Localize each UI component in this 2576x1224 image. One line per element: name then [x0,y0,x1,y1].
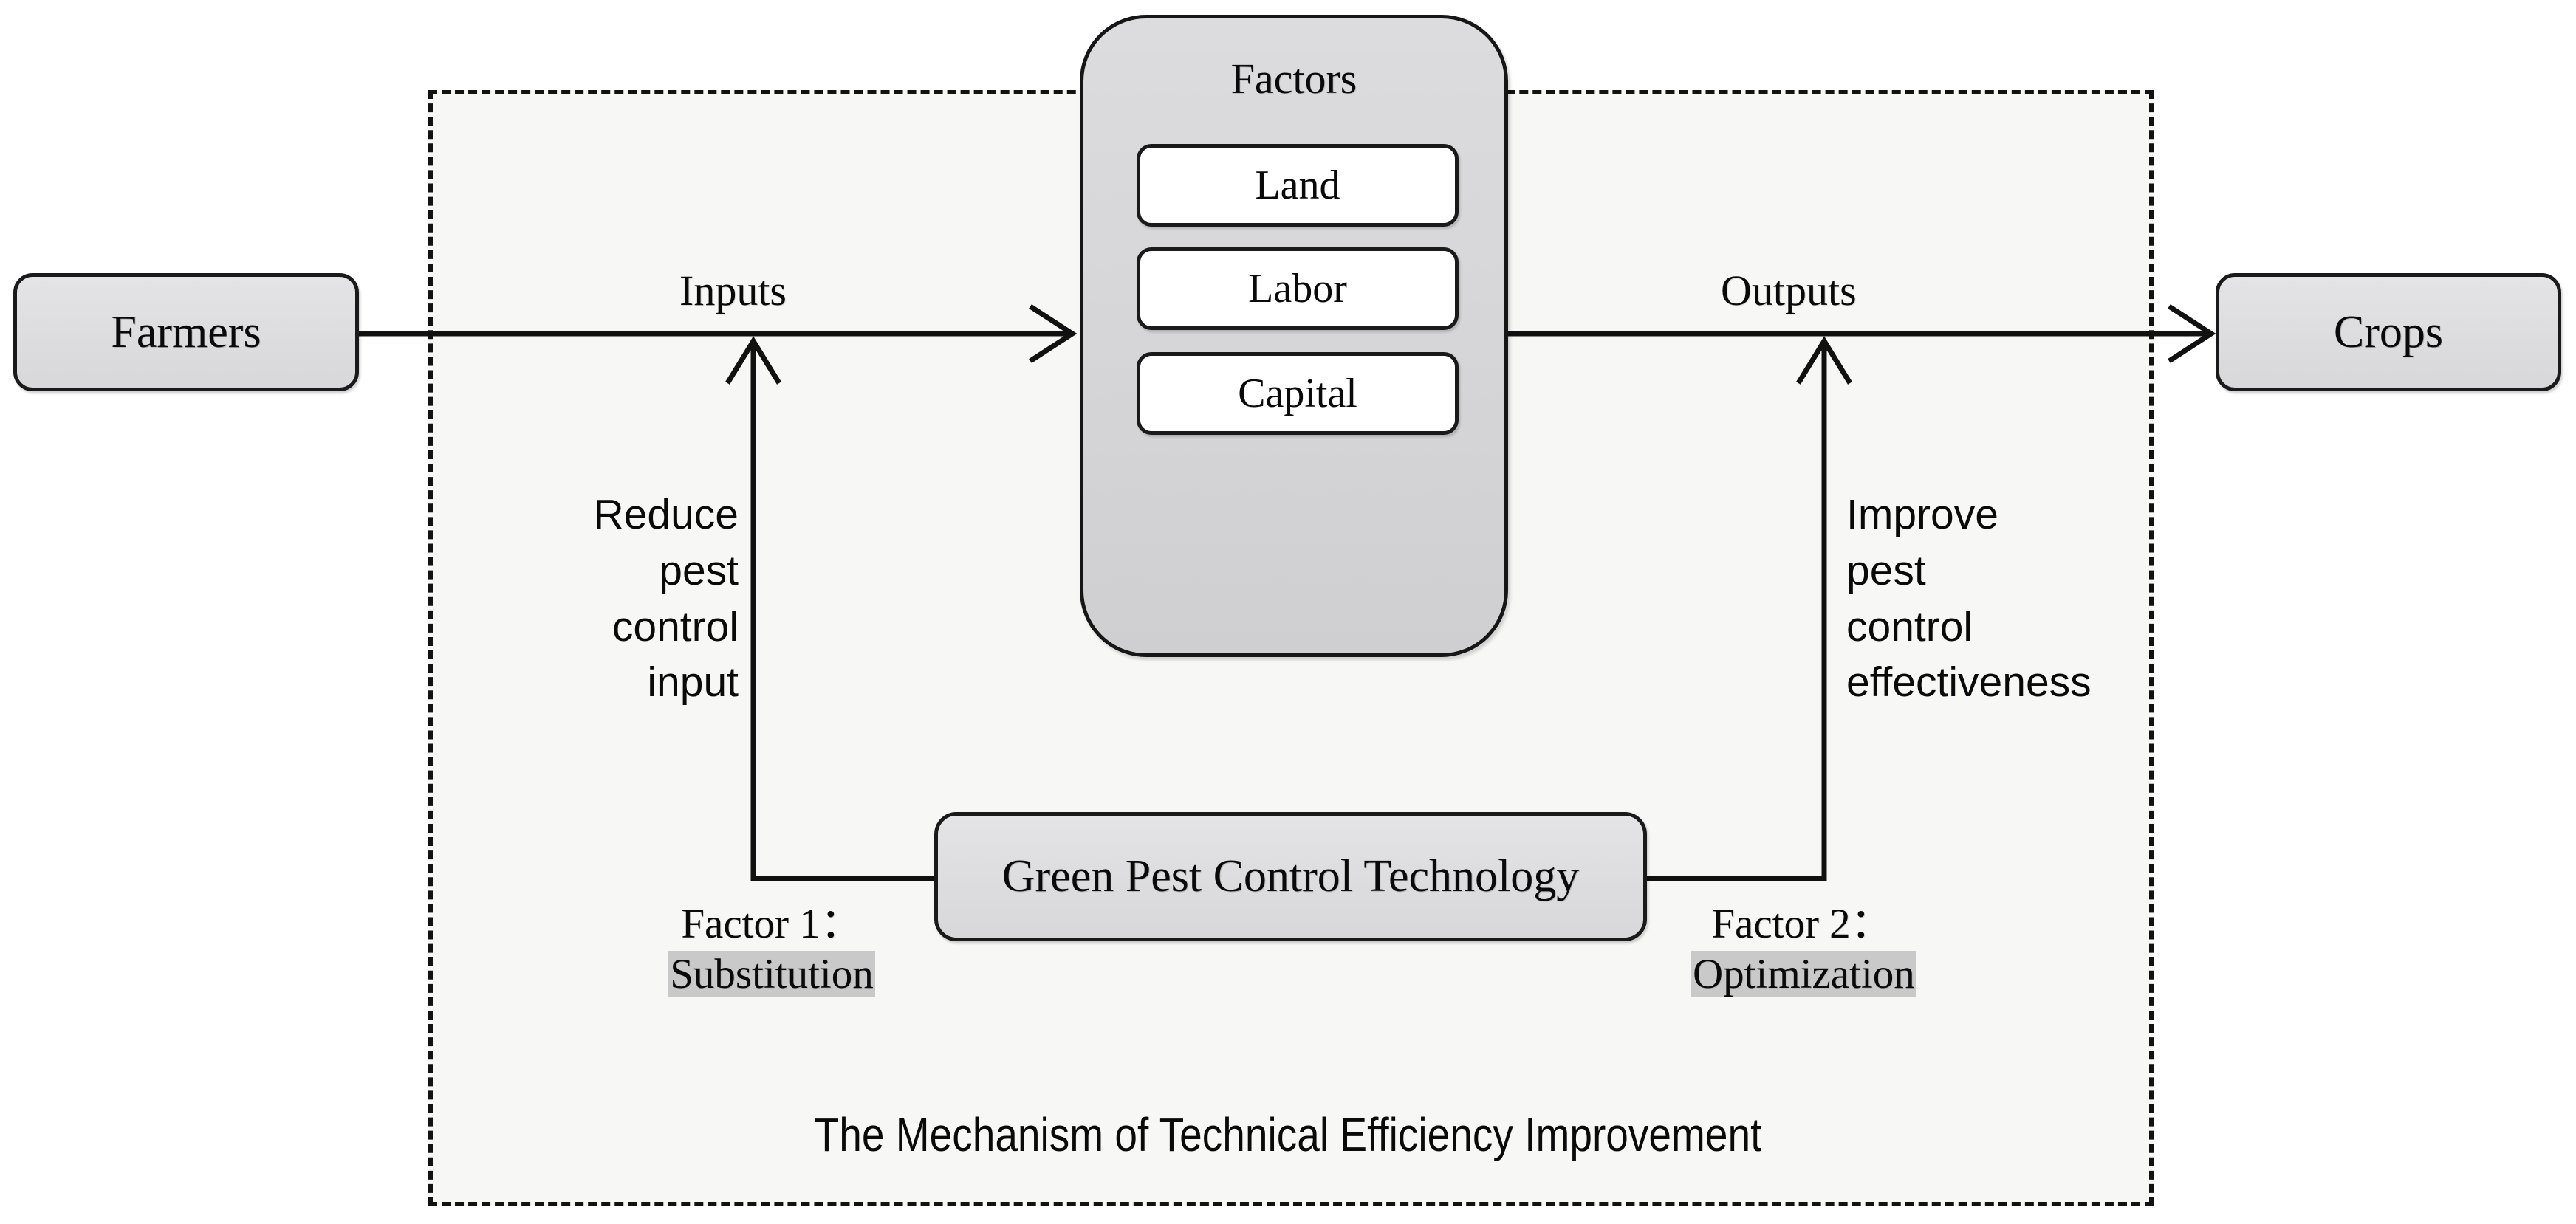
arrow-outputs-head [2168,304,2216,363]
caption-factor-2-label: Factor 2： [1711,901,1893,947]
factor-item-land[interactable]: Land [1137,144,1459,227]
node-crops[interactable]: Crops [2216,273,2561,391]
caption-factor-1: Factor 1： Substitution [668,890,875,998]
node-crops-label: Crops [2333,306,2444,357]
caption-factor-2: Factor 2： Optimization [1691,890,1916,998]
factor-item-labor-label: Labor [1248,266,1347,312]
node-green-pest-control-technology[interactable]: Green Pest Control Technology [934,812,1647,941]
factor-item-capital[interactable]: Capital [1137,352,1459,435]
factor-item-land-label: Land [1255,162,1340,208]
panel-factors: Factors Land Labor Capital [1080,15,1508,657]
annotation-improve-pest-control-effectiveness: Improve pest control effectiveness [1846,491,2092,706]
node-farmers[interactable]: Farmers [13,273,359,391]
caption-factor-1-value: Substitution [668,951,875,997]
panel-factors-title: Factors [1230,55,1357,103]
caption-factor-2-value: Optimization [1691,951,1916,997]
flow-label-inputs: Inputs [679,267,787,314]
factor-item-labor[interactable]: Labor [1137,247,1459,330]
caption-factor-1-label: Factor 1： [681,901,863,947]
node-farmers-label: Farmers [111,306,261,357]
annotation-reduce-pest-control-input: Reduce pest control input [593,491,739,706]
node-green-pest-control-technology-label: Green Pest Control Technology [1001,851,1580,901]
factor-item-capital-label: Capital [1238,371,1357,416]
mechanism-title: The Mechanism of Technical Efficiency Im… [814,1108,1762,1161]
flow-label-outputs: Outputs [1721,267,1857,314]
